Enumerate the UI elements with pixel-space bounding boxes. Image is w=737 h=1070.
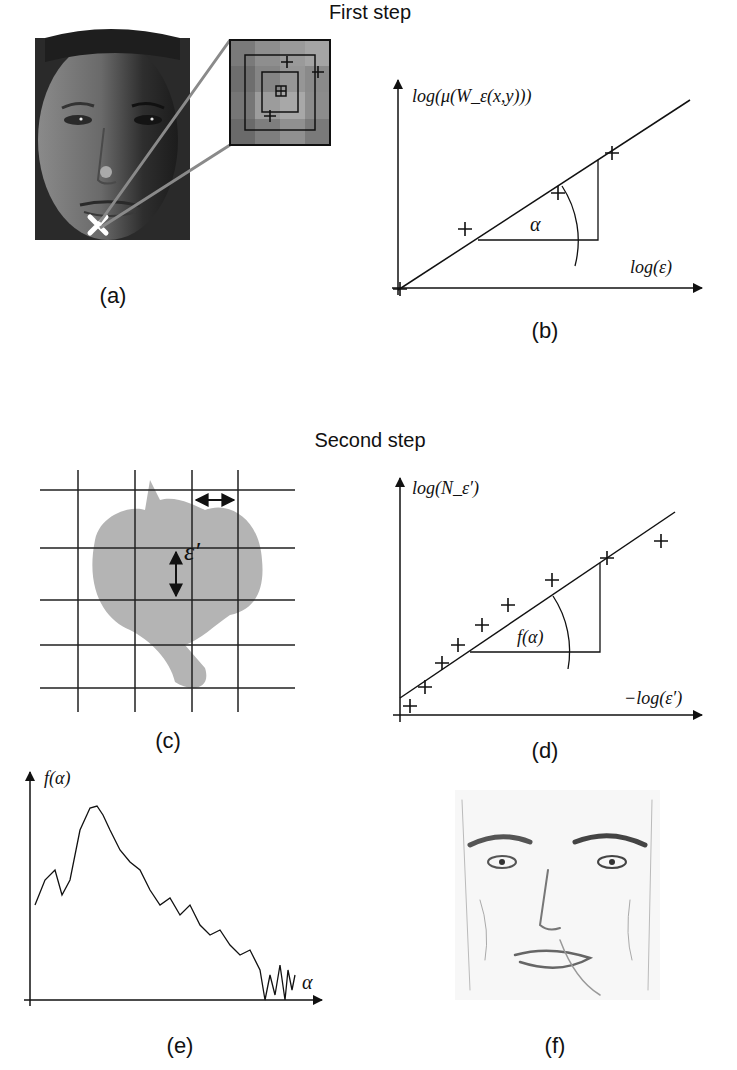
box-grid	[40, 470, 295, 712]
face-photo	[35, 29, 190, 240]
axis-label: log(ε)	[628, 257, 674, 279]
panel-label: (d)	[532, 738, 559, 764]
zoom-inset	[230, 40, 330, 145]
section-heading: First step	[329, 0, 411, 24]
panel-label: (e)	[167, 1033, 194, 1059]
axis-label: log(N_ε′)	[410, 478, 481, 500]
axis-label: log(μ(W_ε(x,y)))	[410, 86, 534, 108]
section-heading: Second step	[314, 428, 425, 452]
loglog-plot	[392, 80, 702, 296]
panel-label: (f)	[545, 1033, 566, 1059]
angle-label: f(α)	[515, 627, 545, 649]
panel-label: (b)	[532, 318, 559, 344]
axis-label: −log(ε′)	[622, 688, 684, 710]
zoom-line	[100, 40, 230, 228]
panel-label: (a)	[100, 283, 127, 309]
angle-label: α	[528, 212, 543, 236]
box-count-plot	[393, 478, 702, 722]
scale-label: ε′	[184, 536, 200, 567]
spectrum-plot	[24, 772, 322, 1006]
axis-label: α	[300, 970, 315, 994]
axis-label: f(α)	[42, 768, 72, 790]
alpha-image	[455, 790, 660, 1000]
panel-label: (c)	[155, 728, 181, 754]
